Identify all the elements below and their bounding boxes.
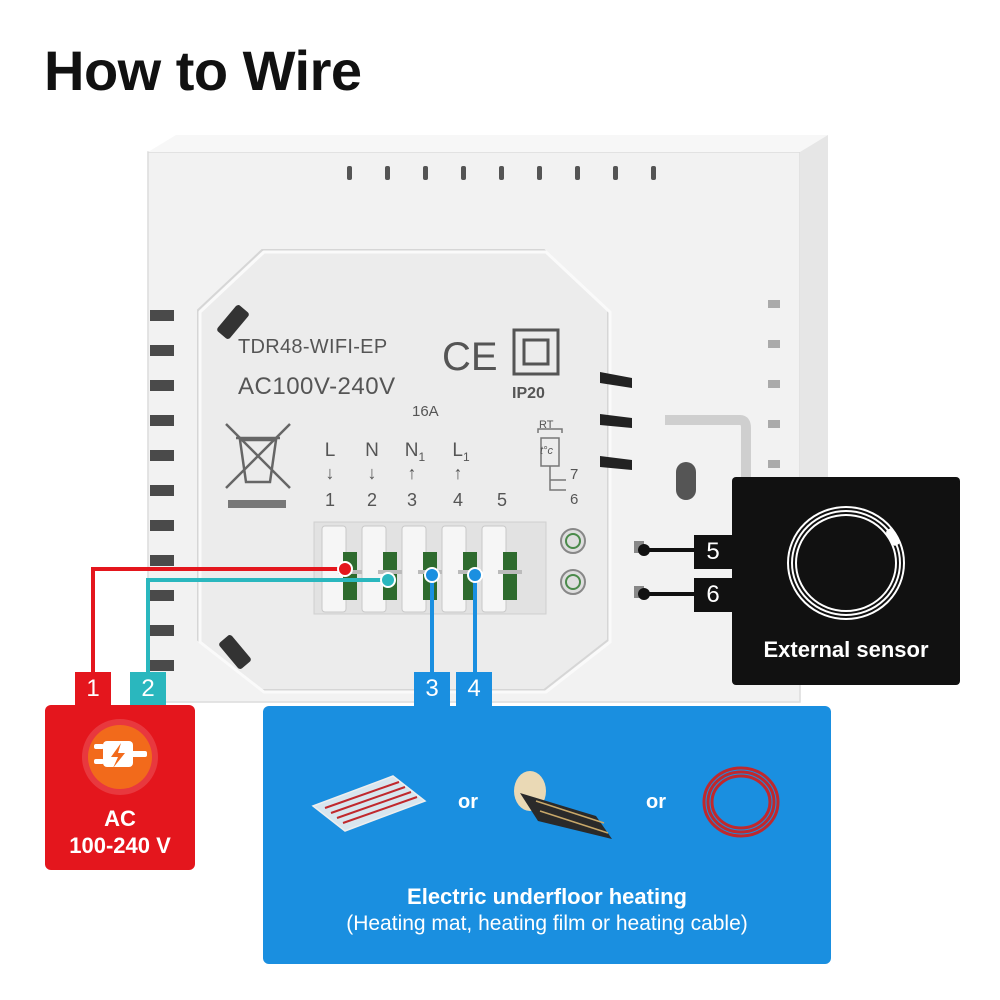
terminal-5-number: 5 [496, 490, 507, 510]
terminal-4-letter: L1 [452, 440, 470, 464]
wire-red [91, 567, 345, 690]
device-current: 16A [412, 403, 439, 420]
plug-lightning-icon [82, 719, 158, 795]
ce-mark: CE [442, 335, 498, 379]
top-vents [347, 166, 656, 180]
wire-sensor [644, 548, 700, 596]
sensor-label: External sensor [763, 637, 929, 662]
heating-title: Electric underfloor heating [407, 884, 687, 909]
heating-subtitle: (Heating mat, heating film or heating ca… [346, 912, 748, 935]
device-voltage: AC100V-240V [238, 373, 396, 400]
heating-box: or or Electric underfloor heating (Heati… [263, 706, 831, 964]
terminal-2-arrow: ↓ [367, 463, 377, 483]
wire-tag-5: 5 [694, 535, 732, 569]
terminal-2-letter: N [365, 440, 379, 461]
wire-tag-3: 3 [414, 672, 450, 706]
double-insulation-icon [512, 328, 560, 376]
sensor-screws [560, 528, 586, 595]
wire-tag-4: 4 [456, 672, 492, 706]
page-title: How to Wire [44, 39, 362, 102]
heating-film-icon [514, 771, 612, 839]
power-supply-box: AC 100-240 V [45, 705, 195, 870]
or-label-1: or [458, 791, 478, 813]
terminal-3-arrow: ↑ [407, 463, 417, 483]
external-sensor-box: External sensor [732, 477, 960, 685]
weee-bin-icon [225, 423, 291, 489]
or-label-2: or [646, 791, 666, 813]
terminal-4-number: 4 [452, 490, 463, 510]
ip-rating: IP20 [512, 385, 545, 402]
rt-label: RT [539, 419, 554, 431]
device-model: TDR48-WIFI-EP [238, 336, 388, 358]
sensor-pin-7: 7 [570, 466, 579, 483]
terminal-1-letter: L [324, 440, 336, 461]
left-vents [150, 310, 174, 671]
terminal-2-number: 2 [366, 490, 377, 510]
power-label: AC 100-240 V [69, 806, 171, 858]
right-vents [768, 300, 780, 468]
tc-label: t°c [540, 445, 553, 457]
plate-top-edge [148, 135, 828, 152]
sensor-cable-icon [787, 506, 905, 620]
mount-bracket [665, 415, 751, 500]
rt-sensor-symbol [537, 428, 566, 491]
module-side-slots [600, 372, 632, 470]
heating-mat-icon [311, 775, 427, 832]
terminal-3-letter: N1 [404, 440, 426, 464]
heating-cable-icon [702, 766, 780, 838]
sensor-pin-6: 6 [570, 491, 579, 508]
terminal-1-number: 1 [324, 490, 335, 510]
terminal-4-arrow: ↑ [453, 463, 463, 483]
terminal-1-arrow: ↓ [325, 463, 335, 483]
wire-teal [146, 578, 388, 690]
wire-tag-6: 6 [694, 578, 732, 612]
wire-tag-2: 2 [130, 672, 166, 706]
terminal-3-number: 3 [406, 490, 417, 510]
wire-tag-1: 1 [75, 672, 111, 706]
